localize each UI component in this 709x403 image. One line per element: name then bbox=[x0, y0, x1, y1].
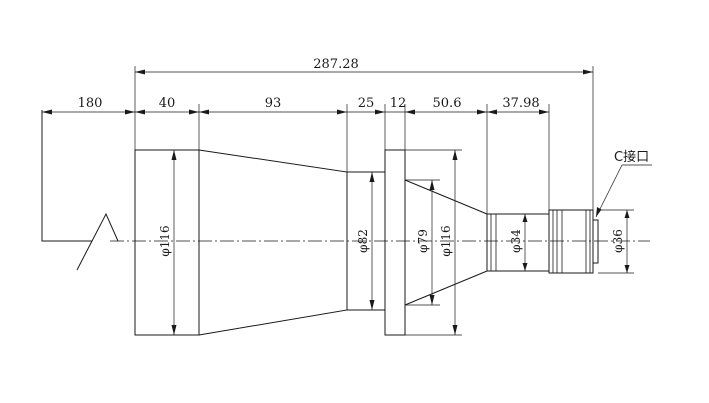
segment-1-label: 40 bbox=[159, 96, 176, 111]
back-focus-label: 180 bbox=[78, 96, 103, 111]
segment-4-label: 12 bbox=[390, 96, 407, 111]
object-distance-break-line bbox=[41, 110, 119, 271]
waist-diameter-label: φ82 bbox=[356, 229, 370, 253]
segment-6-label: 37.98 bbox=[502, 96, 539, 111]
barrel-diameter-label: φ34 bbox=[509, 229, 523, 253]
front-cylinder bbox=[134, 149, 200, 336]
flange-diameter-label: φ116 bbox=[439, 225, 453, 256]
front-diameter-label: φ116 bbox=[158, 225, 172, 256]
segment-2-label: 93 bbox=[265, 96, 282, 111]
c-mount-label: C接口 bbox=[614, 149, 649, 165]
segment-3-label: 25 bbox=[358, 96, 375, 111]
overall-length-label: 287.28 bbox=[313, 57, 359, 72]
mount-section bbox=[548, 209, 594, 274]
tapered-body bbox=[198, 149, 348, 336]
c-mount-thread bbox=[592, 219, 599, 264]
c-mount-leader bbox=[595, 164, 623, 218]
mount-diameter-label: φ36 bbox=[611, 229, 625, 253]
segment-5-label: 50.6 bbox=[433, 96, 462, 111]
cone-diameter-label: φ79 bbox=[416, 229, 430, 253]
flange bbox=[384, 149, 406, 336]
